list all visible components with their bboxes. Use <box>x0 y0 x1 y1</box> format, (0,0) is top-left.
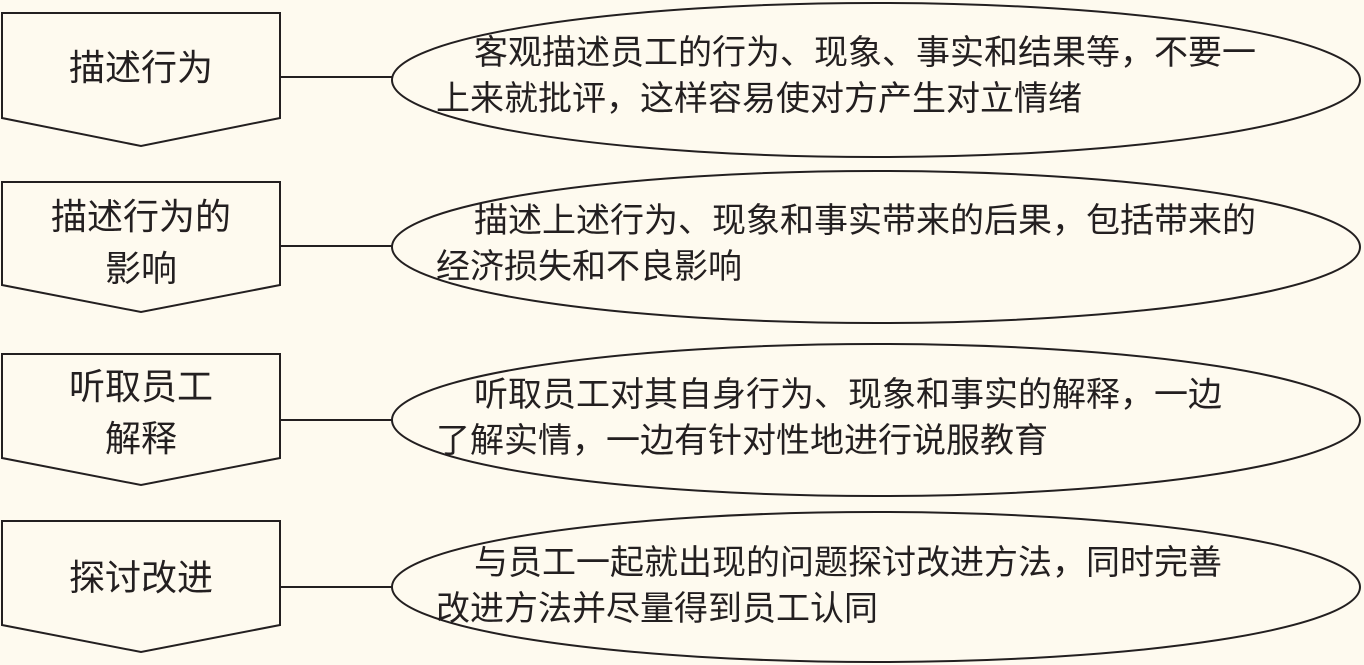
step-4-description-ellipse <box>391 511 1361 663</box>
step-3-label-line-1: 听取员工 <box>68 367 213 408</box>
step-1-description-line-2: 上来就批评，这样容易使对方产生对立情绪 <box>436 79 1082 119</box>
step-4-description-line-1: 与员工一起就出现的问题探讨改进方法，同时完善 <box>474 543 1222 583</box>
step-2-label-line-1: 描述行为的 <box>50 197 231 238</box>
step-1-description-ellipse <box>391 2 1361 158</box>
step-1-label: 描述行为 <box>2 13 280 125</box>
step-4-label: 探讨改进 <box>2 523 280 635</box>
step-3-pentagon-box <box>1 353 281 487</box>
step-4-description-line-2: 改进方法并尽量得到员工认同 <box>436 589 878 629</box>
step-2-description-line-2: 经济损失和不良影响 <box>436 247 742 287</box>
step-4-pentagon-box <box>1 520 281 654</box>
step-3-description-line-1: 听取员工对其自身行为、现象和事实的解释，一边 <box>474 375 1222 415</box>
step-1-description: 客观描述员工的行为、现象、事实和结果等，不要一 上来就批评，这样容易使对方产生对… <box>436 30 1356 122</box>
step-2-description-line-1: 描述上述行为、现象和事实带来的后果，包括带来的 <box>474 201 1256 241</box>
step-2-label: 描述行为的 影响 <box>2 192 280 296</box>
step-3-description-line-2: 了解实情，一边有针对性地进行说服教育 <box>436 421 1048 461</box>
step-2-label-line-2: 影响 <box>104 249 177 290</box>
step-3-label-line-2: 解释 <box>104 419 177 460</box>
step-2-description-ellipse <box>391 170 1361 324</box>
step-4-description: 与员工一起就出现的问题探讨改进方法，同时完善 改进方法并尽量得到员工认同 <box>436 540 1356 632</box>
step-1-description-line-1: 客观描述员工的行为、现象、事实和结果等，不要一 <box>474 33 1256 73</box>
step-2-description: 描述上述行为、现象和事实带来的后果，包括带来的 经济损失和不良影响 <box>436 198 1356 290</box>
step-2-pentagon-box <box>1 181 281 314</box>
step-1-pentagon-box <box>0 12 281 148</box>
step-4-label-line-1: 探讨改进 <box>68 558 213 599</box>
step-3-description-ellipse <box>391 343 1361 497</box>
step-3-label: 听取员工 解释 <box>2 362 280 466</box>
step-3-description: 听取员工对其自身行为、现象和事实的解释，一边 了解实情，一边有针对性地进行说服教… <box>436 372 1356 464</box>
step-1-label-line-1: 描述行为 <box>68 48 213 89</box>
